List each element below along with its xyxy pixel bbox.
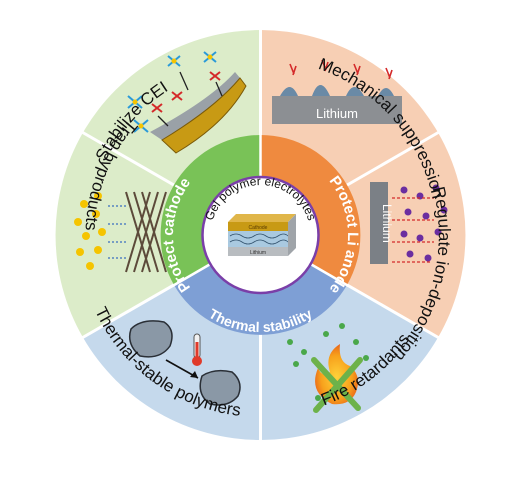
- flame-icon: [315, 344, 358, 405]
- inner-segment-thermal: [174, 264, 347, 335]
- trap-byproducts-illustration: [74, 191, 167, 273]
- inner-segment-anode: [260, 135, 361, 285]
- segment-trap-byproducts: [55, 132, 261, 338]
- mesh-trap: [125, 191, 167, 273]
- thermometer-icon: [192, 333, 202, 366]
- thermal-polymers-illustration: [128, 320, 241, 406]
- mechanical-illustration: Lithium: [272, 59, 402, 124]
- lithium-label-side: Lithium: [380, 204, 394, 243]
- cathode-layer-label: Cathode: [249, 225, 268, 231]
- cei-illustration: [127, 51, 247, 154]
- lithium-label-top: Lithium: [316, 106, 358, 121]
- regulate-illustration: Lithium: [370, 182, 448, 264]
- segment-regulate-ion-deposition: [260, 132, 466, 338]
- gpe-stack: Cathode Lithium: [228, 214, 296, 256]
- inner-ring: [160, 133, 361, 335]
- inner-segment-cathode: [160, 135, 261, 285]
- cross-icon: [311, 357, 363, 413]
- fire-retardants-illustration: [287, 323, 369, 413]
- lithium-layer-label: Lithium: [250, 250, 266, 256]
